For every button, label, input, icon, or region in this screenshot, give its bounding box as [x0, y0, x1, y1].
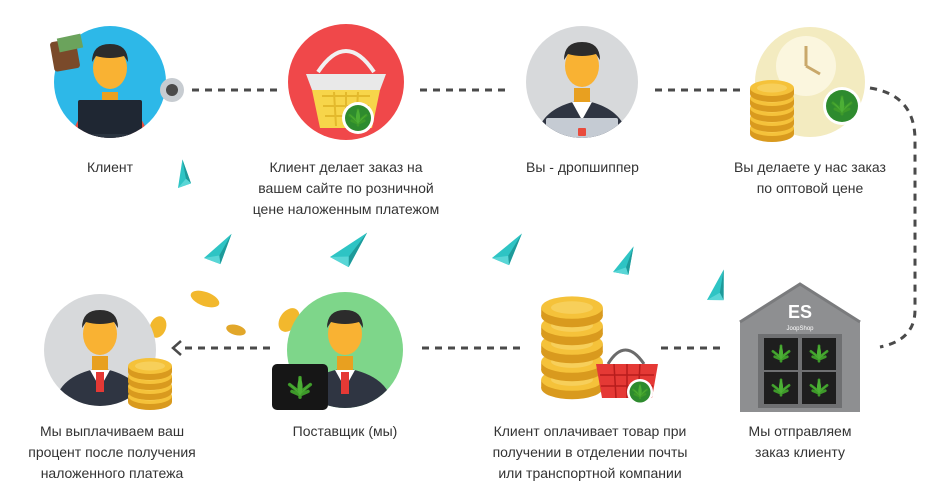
paper-plane-icon — [698, 269, 739, 309]
step-label-payout: Мы выплачиваем ваш процент после получен… — [28, 423, 196, 481]
step-label-order: Клиент делает заказ на вашем сайте по ро… — [252, 159, 440, 217]
warehouse-logo-mark: ES — [788, 302, 812, 322]
paper-plane-icon — [168, 159, 200, 193]
chevron-left-icon — [171, 340, 182, 356]
step-label-dropshipper: Вы - дропшиппер — [526, 159, 639, 175]
paper-plane-icon — [326, 232, 374, 271]
step-label-wholesale: Вы делаете у нас заказ по оптовой цене — [734, 159, 886, 196]
coin-icon — [149, 316, 167, 338]
paper-plane-icon — [199, 233, 241, 269]
step-label-pay: Клиент оплачивает товар при получении в … — [492, 423, 688, 481]
shopping-basket-icon — [288, 24, 404, 140]
step-label-ship: Мы отправляем заказ клиенту — [748, 423, 852, 460]
warehouse-logo-sub: JoopShop — [786, 326, 814, 332]
dropshipper-businessman-icon — [526, 26, 638, 138]
warehouse-icon: ES JoopShop — [739, 282, 861, 412]
paper-plane-icon — [607, 246, 645, 281]
flow-connectors — [185, 86, 917, 350]
step-label-supplier: Поставщик (мы) — [292, 423, 398, 439]
client-person-at-laptop-icon — [50, 26, 184, 138]
flying-coins — [149, 290, 300, 338]
connector-wholesale-ship — [869, 86, 917, 349]
step-label-client: Клиент — [86, 159, 134, 175]
paper-plane-icon — [487, 233, 530, 270]
supplier-icon — [272, 292, 403, 410]
clock-coins-icon — [750, 27, 865, 142]
coins-basket-icon — [541, 296, 658, 405]
coin-icon — [190, 290, 220, 308]
payout-coins-icon — [44, 294, 172, 410]
coin-icon — [226, 324, 246, 336]
